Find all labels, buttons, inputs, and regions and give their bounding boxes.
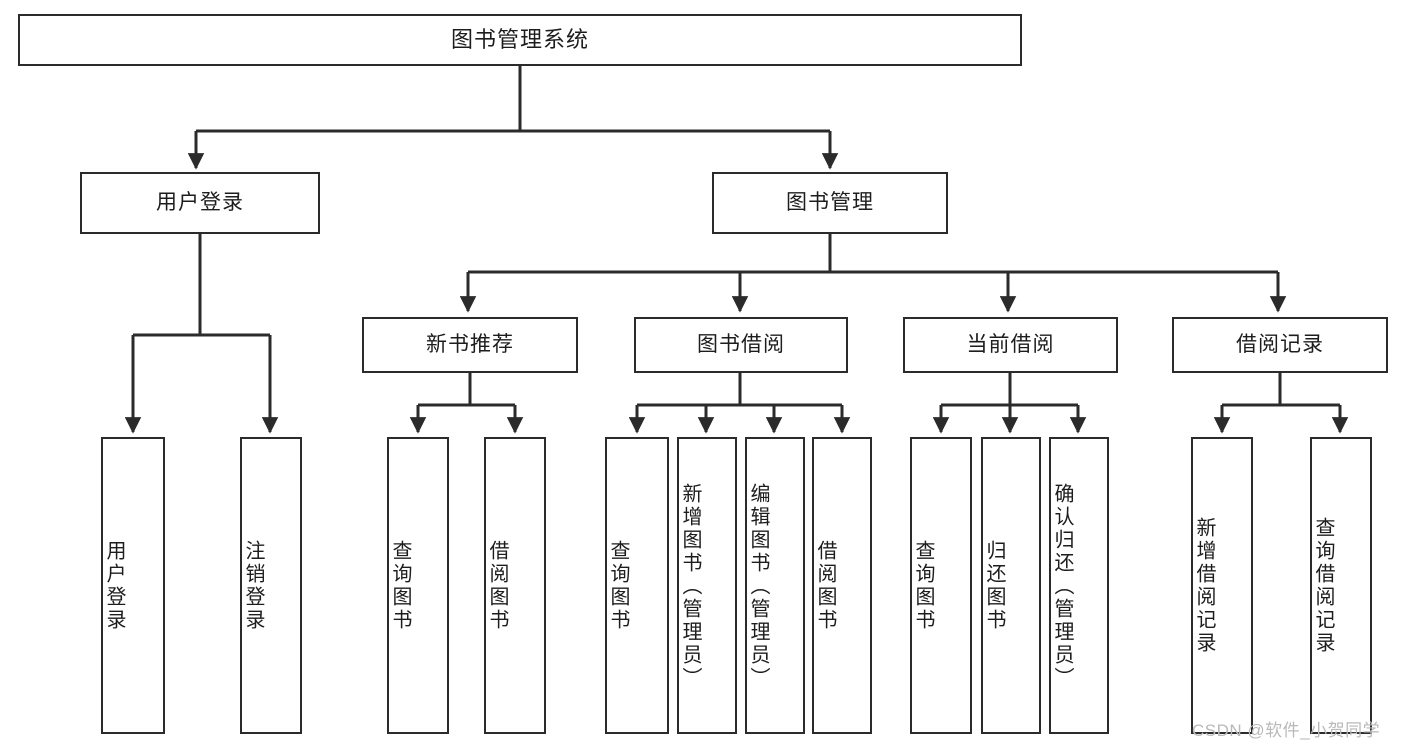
node-leaf-add-book[interactable]: 新增图书（管理员） <box>677 437 737 734</box>
node-leaf-confirm-return[interactable]: 确认归还（管理员） <box>1049 437 1109 734</box>
leaf-label: 查询借阅记录 <box>1312 516 1334 655</box>
node-leaf-query-book-3[interactable]: 查询图书 <box>910 437 972 734</box>
node-leaf-borrow-book-2[interactable]: 借阅图书 <box>812 437 872 734</box>
leaf-label: 借阅图书 <box>486 539 508 632</box>
csdn-watermark: CSDN @软件_小贺同学 <box>1192 721 1381 740</box>
leaf-label: 借阅图书 <box>814 539 836 632</box>
leaf-label: 查询图书 <box>607 539 629 632</box>
leaf-label: 归还图书 <box>983 539 1005 632</box>
node-leaf-query-record[interactable]: 查询借阅记录 <box>1310 437 1372 734</box>
node-book-management[interactable]: 图书管理 <box>712 172 948 234</box>
leaf-label: 编辑图书（管理员） <box>747 483 769 690</box>
node-root[interactable]: 图书管理系统 <box>18 14 1022 66</box>
node-leaf-return-book[interactable]: 归还图书 <box>981 437 1041 734</box>
node-book-borrow[interactable]: 图书借阅 <box>634 317 848 373</box>
node-leaf-query-book-2[interactable]: 查询图书 <box>605 437 669 734</box>
node-leaf-add-record[interactable]: 新增借阅记录 <box>1191 437 1253 734</box>
node-leaf-edit-book[interactable]: 编辑图书（管理员） <box>745 437 805 734</box>
node-new-book-recommend[interactable]: 新书推荐 <box>362 317 578 373</box>
node-user-login[interactable]: 用户登录 <box>80 172 320 234</box>
node-leaf-logout-login[interactable]: 注销登录 <box>240 437 302 734</box>
node-leaf-borrow-book-1[interactable]: 借阅图书 <box>484 437 546 734</box>
leaf-label: 新增借阅记录 <box>1193 516 1215 655</box>
node-leaf-query-book-1[interactable]: 查询图书 <box>387 437 449 734</box>
leaf-label: 确认归还（管理员） <box>1051 483 1073 690</box>
leaf-label: 查询图书 <box>389 539 411 632</box>
leaf-label: 用户登录 <box>103 539 125 632</box>
leaf-label: 新增图书（管理员） <box>679 483 701 690</box>
leaf-label: 注销登录 <box>242 539 264 632</box>
node-current-borrow[interactable]: 当前借阅 <box>903 317 1118 373</box>
leaf-label: 查询图书 <box>912 539 934 632</box>
node-leaf-user-login[interactable]: 用户登录 <box>101 437 165 734</box>
node-borrow-record[interactable]: 借阅记录 <box>1172 317 1388 373</box>
